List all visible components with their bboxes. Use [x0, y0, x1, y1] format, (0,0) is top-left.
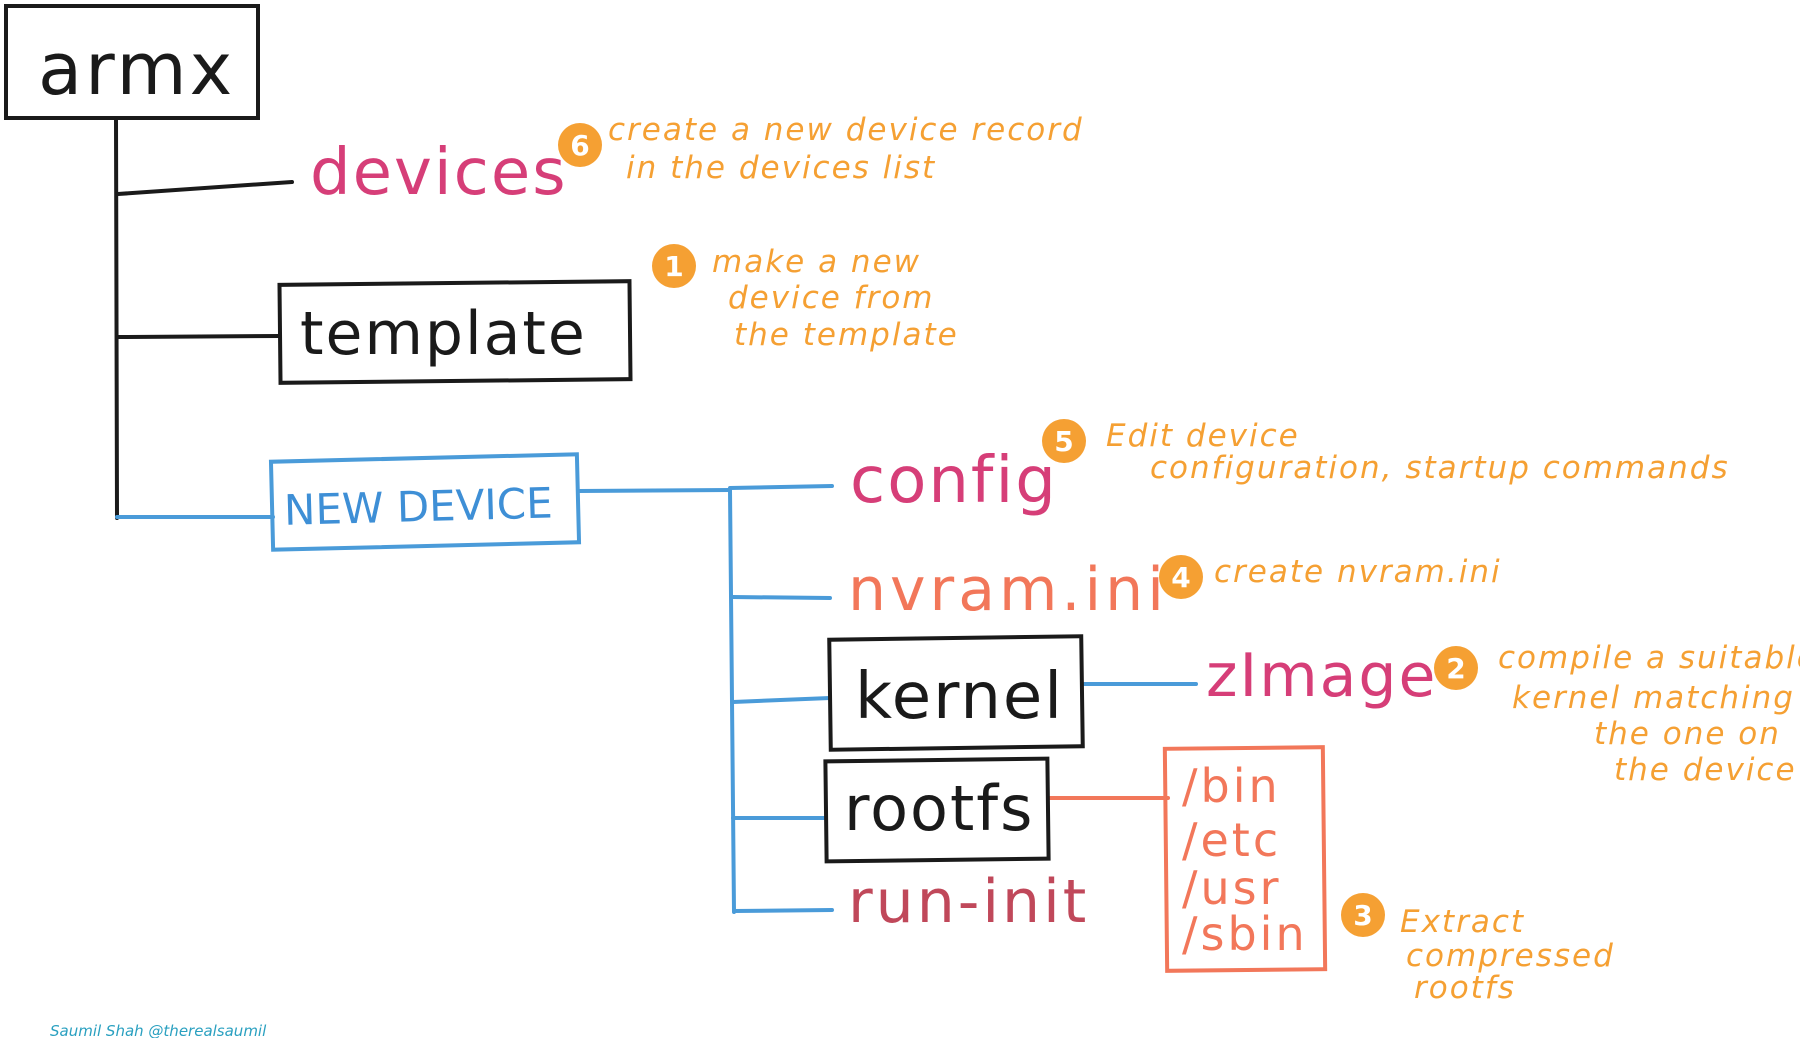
step5-note: Edit device configuration, startup comma… — [1106, 418, 1730, 486]
step3-note: Extract compressed rootfs — [1400, 904, 1615, 1006]
step3-badge: 3 — [1341, 893, 1385, 937]
kernel-label: kernel — [855, 660, 1064, 734]
svg-text:the template: the template — [734, 317, 959, 353]
new-device-to-trunk — [576, 488, 732, 493]
armx-trunk — [114, 116, 119, 520]
svg-text:1: 1 — [664, 250, 683, 283]
config-label: config — [850, 444, 1058, 518]
branch-devices — [116, 180, 294, 196]
rootfs-label: rootfs — [844, 772, 1034, 845]
rootfs-box — [823, 756, 1051, 864]
devices-label: devices — [310, 136, 568, 210]
svg-text:in the devices list: in the devices list — [626, 150, 936, 186]
step4-badge: 4 — [1159, 555, 1203, 599]
step2-badge: 2 — [1434, 646, 1478, 690]
step2-note: compile a suitable kernel matching the o… — [1498, 640, 1800, 788]
new-device-box — [268, 452, 582, 552]
svg-text:Edit device: Edit device — [1106, 418, 1300, 454]
svg-text:create a new device record: create a new device record — [608, 112, 1084, 148]
step6-note: create a new device record in the device… — [608, 112, 1084, 186]
kernel-box — [827, 634, 1085, 752]
branch-kernel — [731, 696, 832, 704]
branch-nvram — [730, 595, 832, 600]
black-connectors — [114, 116, 294, 520]
step1-note: make a new device from the template — [712, 244, 959, 353]
step5-badge: 5 — [1042, 419, 1086, 463]
rootfs-dir-usr: /usr — [1182, 861, 1282, 915]
svg-text:5: 5 — [1054, 425, 1073, 458]
svg-text:the device: the device — [1614, 752, 1797, 788]
rootfs-dir-sbin: /sbin — [1182, 907, 1308, 961]
template-label: template — [300, 299, 587, 369]
armx-label: armx — [38, 27, 235, 111]
blue-connectors — [115, 484, 1198, 914]
svg-text:create nvram.ini: create nvram.ini — [1214, 554, 1502, 590]
step4-note: create nvram.ini — [1214, 554, 1502, 590]
svg-text:the one on: the one on — [1594, 716, 1781, 752]
svg-text:4: 4 — [1171, 561, 1190, 594]
branch-config — [728, 484, 834, 490]
zimage-label: zImage — [1206, 641, 1437, 711]
rootfs-dir-etc: /etc — [1182, 813, 1281, 867]
svg-text:compressed: compressed — [1406, 938, 1615, 974]
branch-run-init — [732, 908, 834, 913]
template-box — [277, 279, 633, 385]
svg-text:2: 2 — [1446, 652, 1465, 685]
svg-text:compile a suitable: compile a suitable — [1498, 640, 1800, 676]
new-device-label: NEW DEVICE — [283, 478, 553, 534]
author-credit: Saumil Shah @therealsaumil — [50, 1022, 267, 1038]
svg-text:3: 3 — [1353, 899, 1372, 932]
step6-badge: 6 — [558, 123, 602, 167]
nvram-label: nvram.ini — [848, 555, 1168, 625]
svg-text:configuration, startup command: configuration, startup commands — [1150, 450, 1730, 486]
svg-text:device from: device from — [728, 280, 935, 316]
armx-box — [4, 4, 260, 120]
rootfs-dirs-box — [1162, 745, 1328, 973]
step1-badge: 1 — [652, 244, 696, 288]
svg-text:make a new: make a new — [712, 244, 921, 280]
rootfs-dir-bin: /bin — [1182, 759, 1281, 813]
svg-text:rootfs: rootfs — [1414, 970, 1516, 1006]
svg-text:Extract: Extract — [1400, 904, 1525, 940]
svg-text:kernel matching: kernel matching — [1512, 680, 1795, 716]
branch-template — [116, 334, 282, 339]
run-init-label: run-init — [848, 867, 1089, 937]
svg-text:6: 6 — [570, 129, 589, 162]
